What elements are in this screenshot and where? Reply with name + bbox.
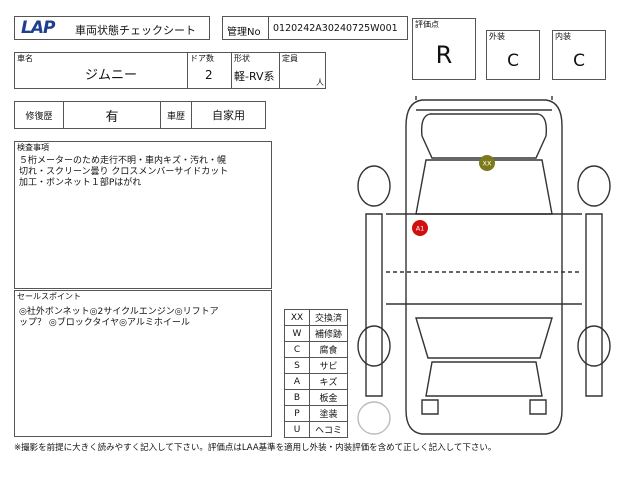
legend-meaning: 板金 xyxy=(309,389,348,406)
sales-points-text: ◎社外ボンネット◎2サイクルエンジン◎リフトア ップ？ ◎ブロックタイヤ◎アルミ… xyxy=(19,307,219,328)
right-side-panel xyxy=(585,213,603,397)
wheel-rear-left xyxy=(357,325,391,367)
car-diagram: XX A1 xyxy=(357,96,611,435)
shape-label: 形状 xyxy=(234,54,250,63)
legend-code: U xyxy=(284,421,310,438)
inspection-label: 検査事項 xyxy=(17,143,49,152)
interior-value: C xyxy=(573,51,585,71)
legend-meaning: 交換済 xyxy=(309,309,348,326)
score-value: R xyxy=(435,41,453,69)
legend-meaning: 補修跡 xyxy=(309,325,348,342)
capacity-unit: 人 xyxy=(316,78,324,87)
rear-window xyxy=(415,317,553,359)
score-box: 評価点 R xyxy=(412,18,476,80)
rear-panel xyxy=(425,361,543,397)
doors-label: ドア数 xyxy=(190,54,214,63)
usage-history-value: 自家用 xyxy=(212,109,245,122)
score-label: 評価点 xyxy=(415,20,439,29)
legend-meaning: ヘコミ xyxy=(309,421,348,438)
management-number-label: 管理No xyxy=(227,27,261,38)
repair-history-value: 有 xyxy=(105,109,119,125)
damage-marker xyxy=(412,220,428,236)
wheel-front-left xyxy=(357,165,391,207)
legend-meaning: 腐食 xyxy=(309,341,348,358)
legend-code: XX xyxy=(284,309,310,326)
legend-meaning: 塗装 xyxy=(309,405,348,422)
exterior-label: 外装 xyxy=(489,32,505,41)
inspection-notes-box: 検査事項 ５桁メーターのため走行不明・車内キズ・汚れ・幌 切れ・スクリーン曇り … xyxy=(14,141,272,289)
car-name-label: 車名 xyxy=(17,54,33,63)
vehicle-info-row: 車名 ジムニー ドア数 2 形状 軽-RV系 定員 人 xyxy=(14,52,326,89)
exterior-grade-box: 外装 C xyxy=(486,30,540,80)
damage-marker-label: A1 xyxy=(416,225,425,233)
inspection-text: ５桁メーターのため走行不明・車内キズ・汚れ・幌 切れ・スクリーン曇り クロスメン… xyxy=(19,156,229,188)
history-row: 修復歴 有 車歴 自家用 xyxy=(14,101,266,129)
legend-code: P xyxy=(284,405,310,422)
sales-points-label: セールスポイント xyxy=(17,292,81,301)
damage-marker-label: XX xyxy=(483,160,492,168)
footer-note: ※撮影を前提に大きく読みやすく記入して下さい。評価点はLAA基準を適用し外装・内… xyxy=(14,443,497,453)
management-number-box: 管理No 0120242A30240725W001 xyxy=(222,16,408,40)
car-name-value: ジムニー xyxy=(85,68,138,83)
header-title-box: LAP 車両状態チェックシート xyxy=(14,16,210,40)
exterior-value: C xyxy=(507,51,519,71)
hood xyxy=(420,113,548,159)
legend-meaning: キズ xyxy=(309,373,348,390)
mgmt-divider xyxy=(268,17,269,39)
usage-history-label: 車歴 xyxy=(166,111,185,122)
doors-value: 2 xyxy=(205,68,213,82)
divider xyxy=(191,102,192,128)
interior-label: 内装 xyxy=(555,32,571,41)
legend-code: C xyxy=(284,341,310,358)
divider xyxy=(279,53,280,88)
management-number-value: 0120242A30240725W001 xyxy=(273,23,398,34)
spare-tire xyxy=(357,401,391,435)
divider xyxy=(160,102,161,128)
tail-lights xyxy=(421,399,547,415)
front-bumper xyxy=(415,96,553,111)
shape-value: 軽-RV系 xyxy=(234,70,275,83)
capacity-label: 定員 xyxy=(282,54,298,63)
wheel-front-right xyxy=(577,165,611,207)
left-side-panel xyxy=(365,213,383,397)
legend-code: S xyxy=(284,357,310,374)
body-outline xyxy=(405,99,563,435)
sales-points-box: セールスポイント ◎社外ボンネット◎2サイクルエンジン◎リフトア ップ？ ◎ブロ… xyxy=(14,290,272,437)
sheet-title: 車両状態チェックシート xyxy=(75,24,196,37)
divider xyxy=(187,53,188,88)
repair-history-label: 修復歴 xyxy=(25,111,53,122)
legend-code: B xyxy=(284,389,310,406)
legend-code: W xyxy=(284,325,310,342)
wheel-rear-right xyxy=(577,325,611,367)
legend-code: A xyxy=(284,373,310,390)
legend-meaning: サビ xyxy=(309,357,348,374)
interior-grade-box: 内装 C xyxy=(552,30,606,80)
damage-marker xyxy=(479,155,495,171)
divider xyxy=(63,102,64,128)
lap-logo: LAP xyxy=(21,18,55,38)
divider xyxy=(231,53,232,88)
